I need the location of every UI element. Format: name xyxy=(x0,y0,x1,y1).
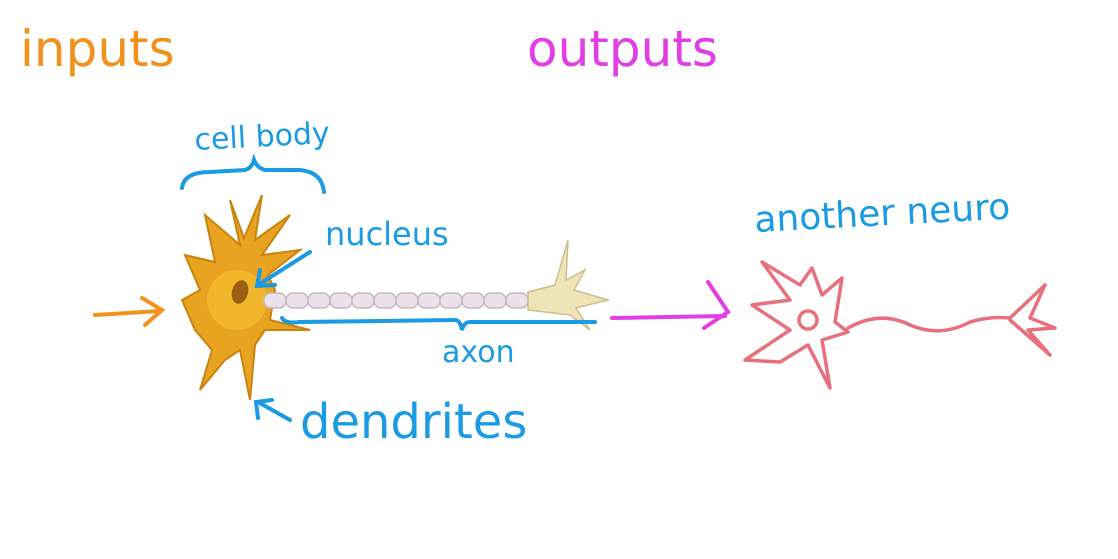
outputs-label: outputs xyxy=(527,20,718,78)
dendrites-label: dendrites xyxy=(300,394,527,450)
axon-label: axon xyxy=(442,335,515,370)
nucleus-label: nucleus xyxy=(325,215,449,253)
nucleus xyxy=(231,280,249,304)
dendrites-arrow xyxy=(253,398,292,422)
axon-terminal xyxy=(527,239,611,331)
input-arrow xyxy=(93,296,166,327)
cell-body-label: cell body xyxy=(194,116,331,158)
cell-body-brace xyxy=(180,153,326,194)
another-neuron-label: another neuro xyxy=(753,187,1011,241)
output-arrow xyxy=(610,280,731,330)
neuron-cell xyxy=(180,194,611,401)
nucleus-arrow xyxy=(254,250,312,289)
myelin-sheath xyxy=(263,292,529,309)
inputs-label: inputs xyxy=(20,20,175,78)
axon-brace xyxy=(280,316,597,331)
another-neuron-sketch xyxy=(743,260,1057,390)
